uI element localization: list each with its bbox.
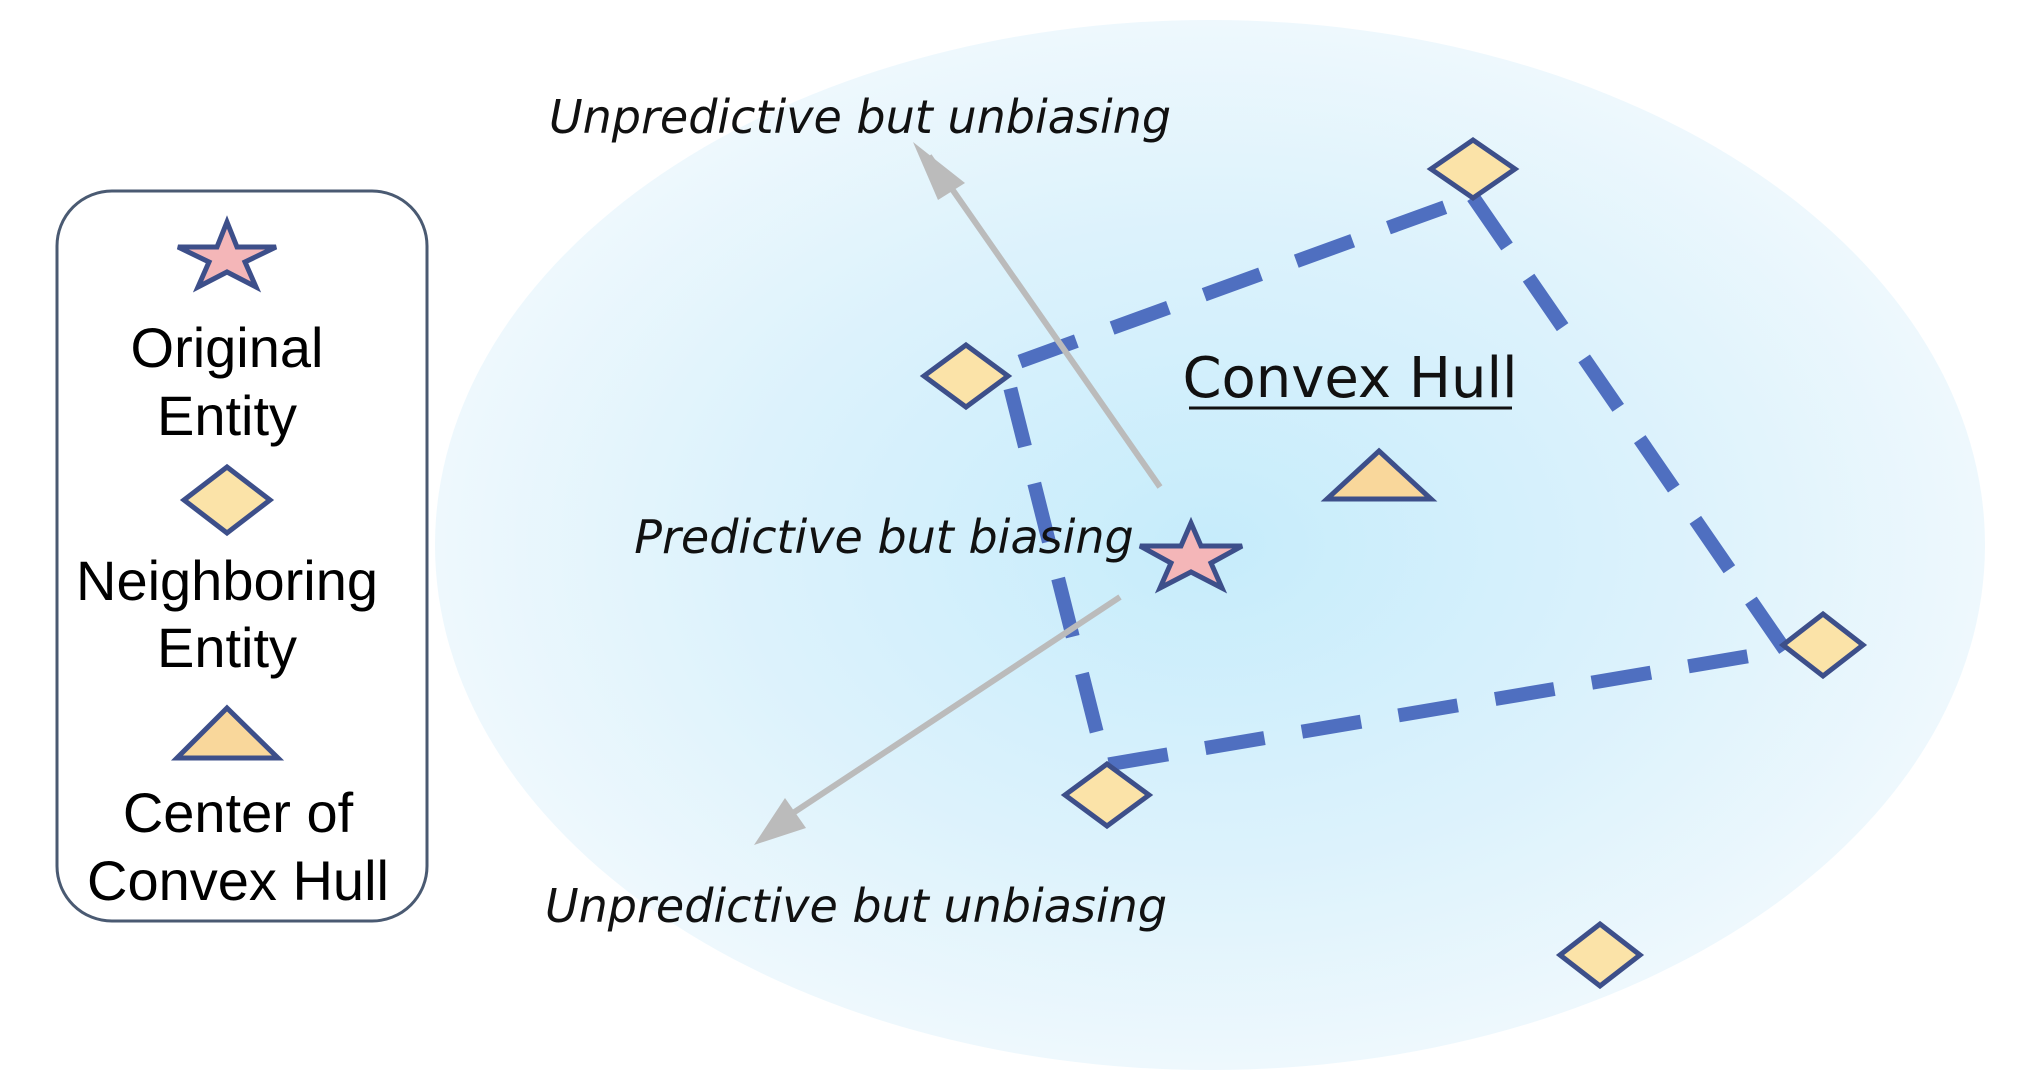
neighbor-diamond-left bbox=[919, 341, 1013, 411]
arrow-up bbox=[926, 154, 1163, 489]
arrow-down-head bbox=[754, 798, 806, 845]
legend-star-icon bbox=[176, 215, 278, 293]
label-predictive-middle: Predictive but biasing bbox=[634, 510, 1133, 564]
arrow-up-head bbox=[913, 142, 965, 200]
original-entity-star-icon bbox=[1138, 516, 1244, 594]
label-unpredictive-bottom: Unpredictive but unbiasing bbox=[545, 879, 1167, 933]
neighbor-diamond-right bbox=[1778, 610, 1868, 680]
legend-original-line1: Original bbox=[131, 316, 324, 379]
convex-hull-title: Convex Hull bbox=[1182, 346, 1517, 411]
arrow-down bbox=[788, 594, 1122, 818]
legend-border bbox=[55, 189, 429, 923]
neighbor-diamond-top bbox=[1426, 136, 1520, 202]
legend-center-line2: Convex Hull bbox=[87, 849, 389, 912]
legend-neighboring-line2: Entity bbox=[157, 616, 297, 679]
legend-original-line2: Entity bbox=[157, 384, 297, 447]
convex-hull-center-triangle bbox=[1320, 447, 1438, 502]
legend: Original Entity Neighboring Entity Cente… bbox=[55, 189, 429, 923]
legend-neighboring-line1: Neighboring bbox=[76, 549, 378, 612]
legend-center-line1: Center of bbox=[123, 781, 354, 844]
neighbor-diamond-bottom-left bbox=[1060, 760, 1154, 830]
neighbor-diamond-bottom-right bbox=[1555, 920, 1645, 990]
legend-diamond-icon bbox=[179, 463, 275, 537]
legend-triangle-icon bbox=[170, 704, 285, 761]
convex-hull-boundary bbox=[996, 188, 1797, 773]
label-unpredictive-top: Unpredictive but unbiasing bbox=[549, 90, 1171, 144]
